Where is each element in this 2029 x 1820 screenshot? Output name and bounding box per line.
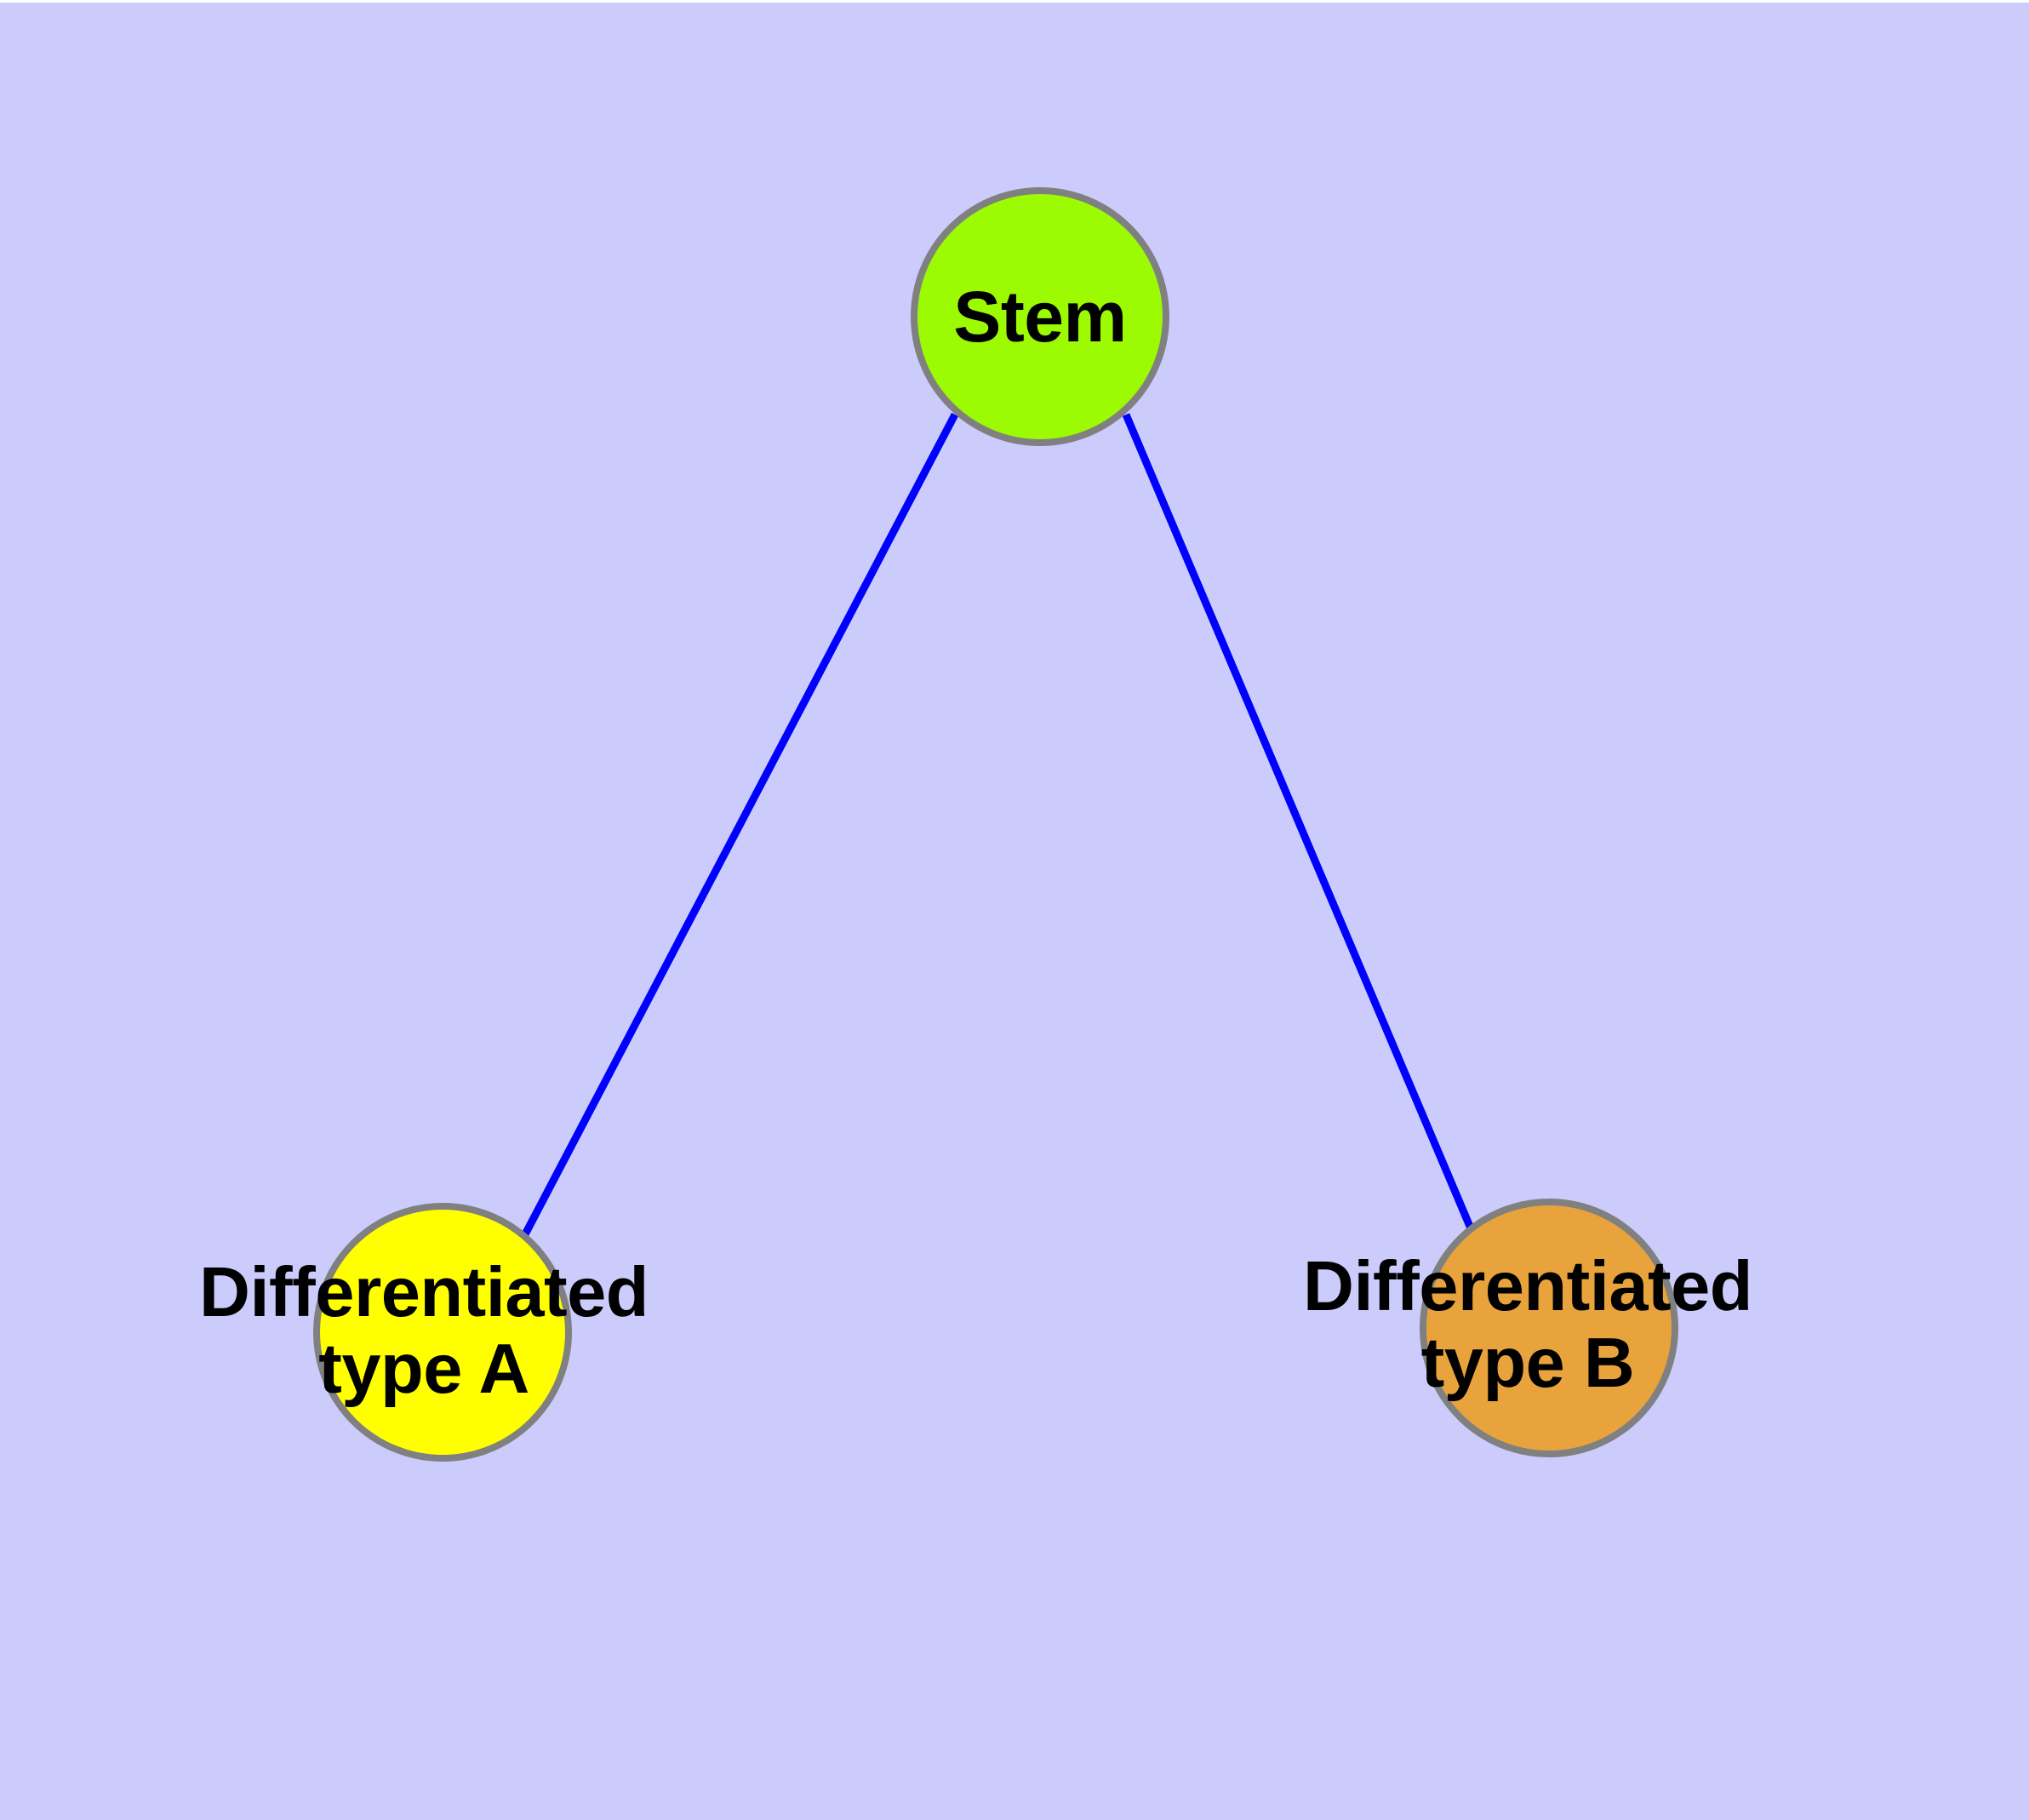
edge-layer bbox=[522, 412, 1475, 1237]
edge-stem-to-differentiated-type-b[interactable] bbox=[1122, 413, 1475, 1230]
node-stem[interactable] bbox=[911, 187, 1169, 446]
node-differentiated-type-a[interactable] bbox=[313, 1203, 572, 1462]
node-layer bbox=[313, 187, 1678, 1462]
node-differentiated-type-b[interactable] bbox=[1420, 1199, 1678, 1457]
canvas-top-margin bbox=[0, 0, 2029, 3]
edge-stem-to-differentiated-type-a[interactable] bbox=[522, 412, 958, 1237]
